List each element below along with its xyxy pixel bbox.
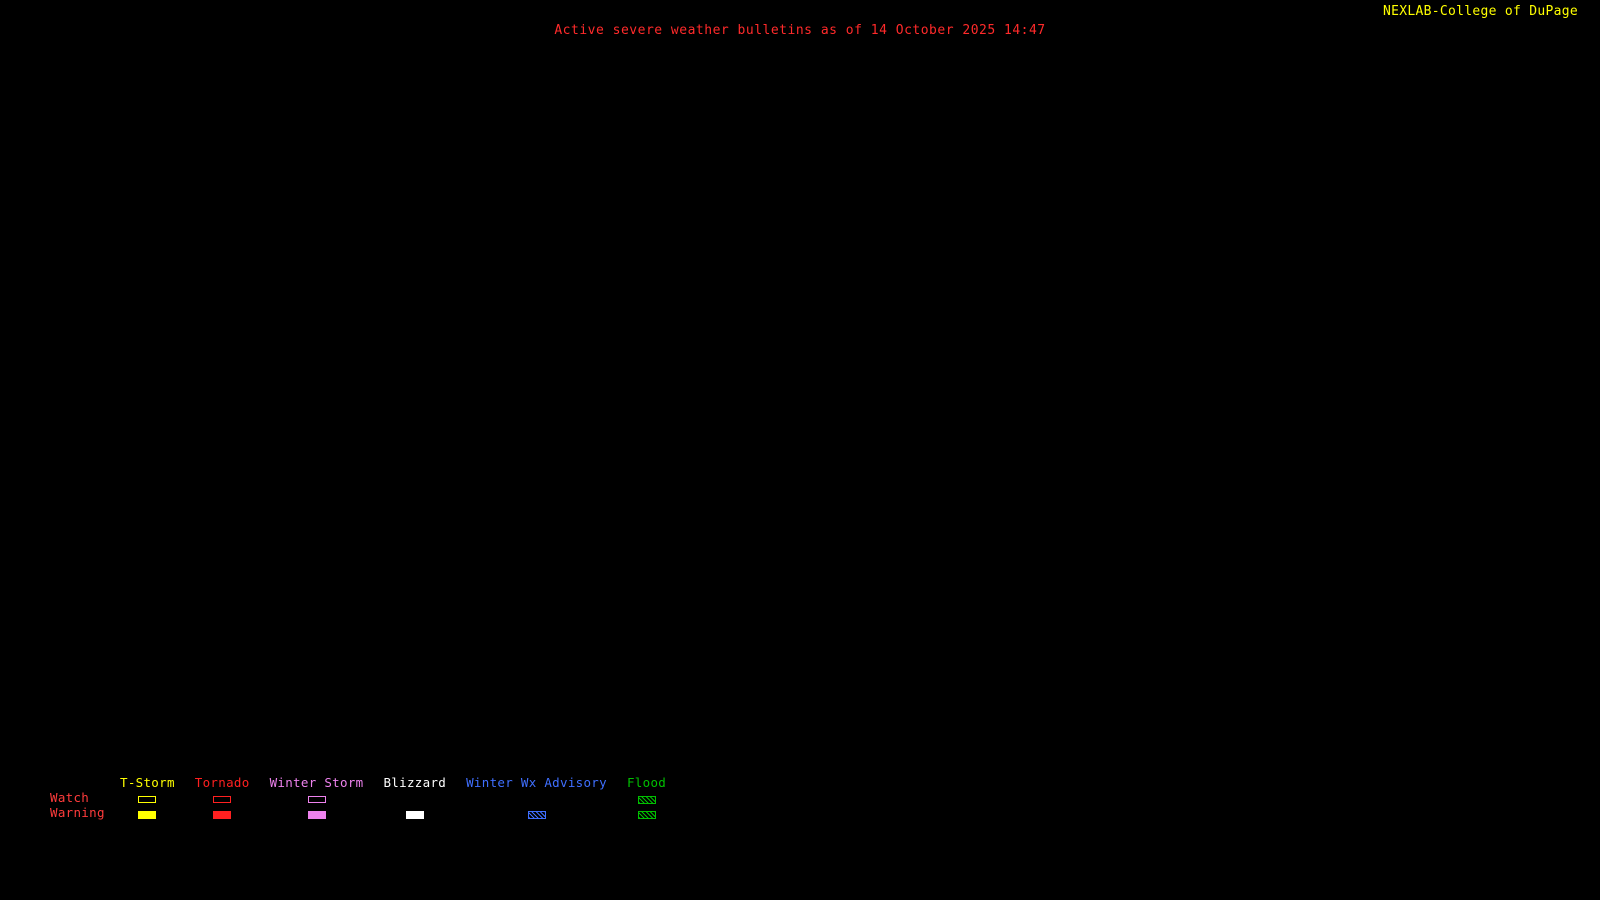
page-title: Active severe weather bulletins as of 14… <box>554 23 1046 38</box>
legend-warning-swatch-filled <box>213 810 232 819</box>
brand: NEXLAB-College of DuPage <box>1383 4 1594 19</box>
legend-warning-swatch-hatched <box>637 810 656 819</box>
legend-column-label: T-Storm <box>120 775 175 790</box>
legend-watch-swatch-outline <box>307 796 326 803</box>
legend-watch-swatch-slot-flood <box>627 792 666 807</box>
legend-row-label-warning: Warning <box>50 805 105 820</box>
legend-warning-swatch-slot-blizzard <box>383 807 446 822</box>
legend-watch-swatch-slot-blizzard <box>383 792 446 807</box>
legend-column-label: Tornado <box>194 775 250 790</box>
legend-column-winter-storm: Winter Storm <box>270 776 364 822</box>
legend-warning-swatch-hatched <box>527 810 546 819</box>
legend-column-t-storm: T-Storm <box>120 776 175 822</box>
legend-warning-swatch-filled <box>307 810 326 819</box>
legend-warning-swatch-slot-flood <box>627 807 666 822</box>
legend-column-blizzard: Blizzard <box>383 776 446 822</box>
legend-warning-swatch-slot-tornado <box>195 807 250 822</box>
legend: Watch Warning T-Storm Tornado Winter Storm… <box>50 776 666 822</box>
legend-watch-swatch-hatched <box>637 795 656 804</box>
legend-column-label: Flood <box>626 775 667 790</box>
legend-column-tornado: Tornado <box>195 776 250 822</box>
legend-row-labels: Watch Warning <box>50 790 118 820</box>
legend-warning-swatch-filled <box>138 810 157 819</box>
legend-column-flood: Flood <box>627 776 666 822</box>
legend-warning-swatch-filled <box>405 810 424 819</box>
legend-row-label-watch: Watch <box>50 790 90 805</box>
legend-column-label: Blizzard <box>383 775 447 790</box>
legend-warning-swatch-slot-t-storm <box>120 807 175 822</box>
legend-column-label: Winter Wx Advisory <box>466 775 607 790</box>
legend-warning-swatch-slot-winter-storm <box>270 807 364 822</box>
legend-watch-swatch-outline <box>213 796 232 803</box>
legend-watch-swatch-slot-t-storm <box>120 792 175 807</box>
legend-warning-swatch-slot-winter-wx-advisory <box>466 807 607 822</box>
legend-column-winter-wx-advisory: Winter Wx Advisory <box>466 776 607 822</box>
legend-watch-swatch-slot-winter-wx-advisory <box>466 792 607 807</box>
legend-columns: T-Storm Tornado Winter Storm Blizzard Winter… <box>120 776 666 822</box>
legend-watch-swatch-slot-winter-storm <box>270 792 364 807</box>
brand-text: NEXLAB-College of DuPage <box>1382 4 1578 19</box>
legend-watch-swatch-slot-tornado <box>195 792 250 807</box>
legend-watch-swatch-outline <box>138 796 157 803</box>
legend-column-label: Winter Storm <box>269 775 364 790</box>
cod-logo-icon <box>1582 5 1594 18</box>
